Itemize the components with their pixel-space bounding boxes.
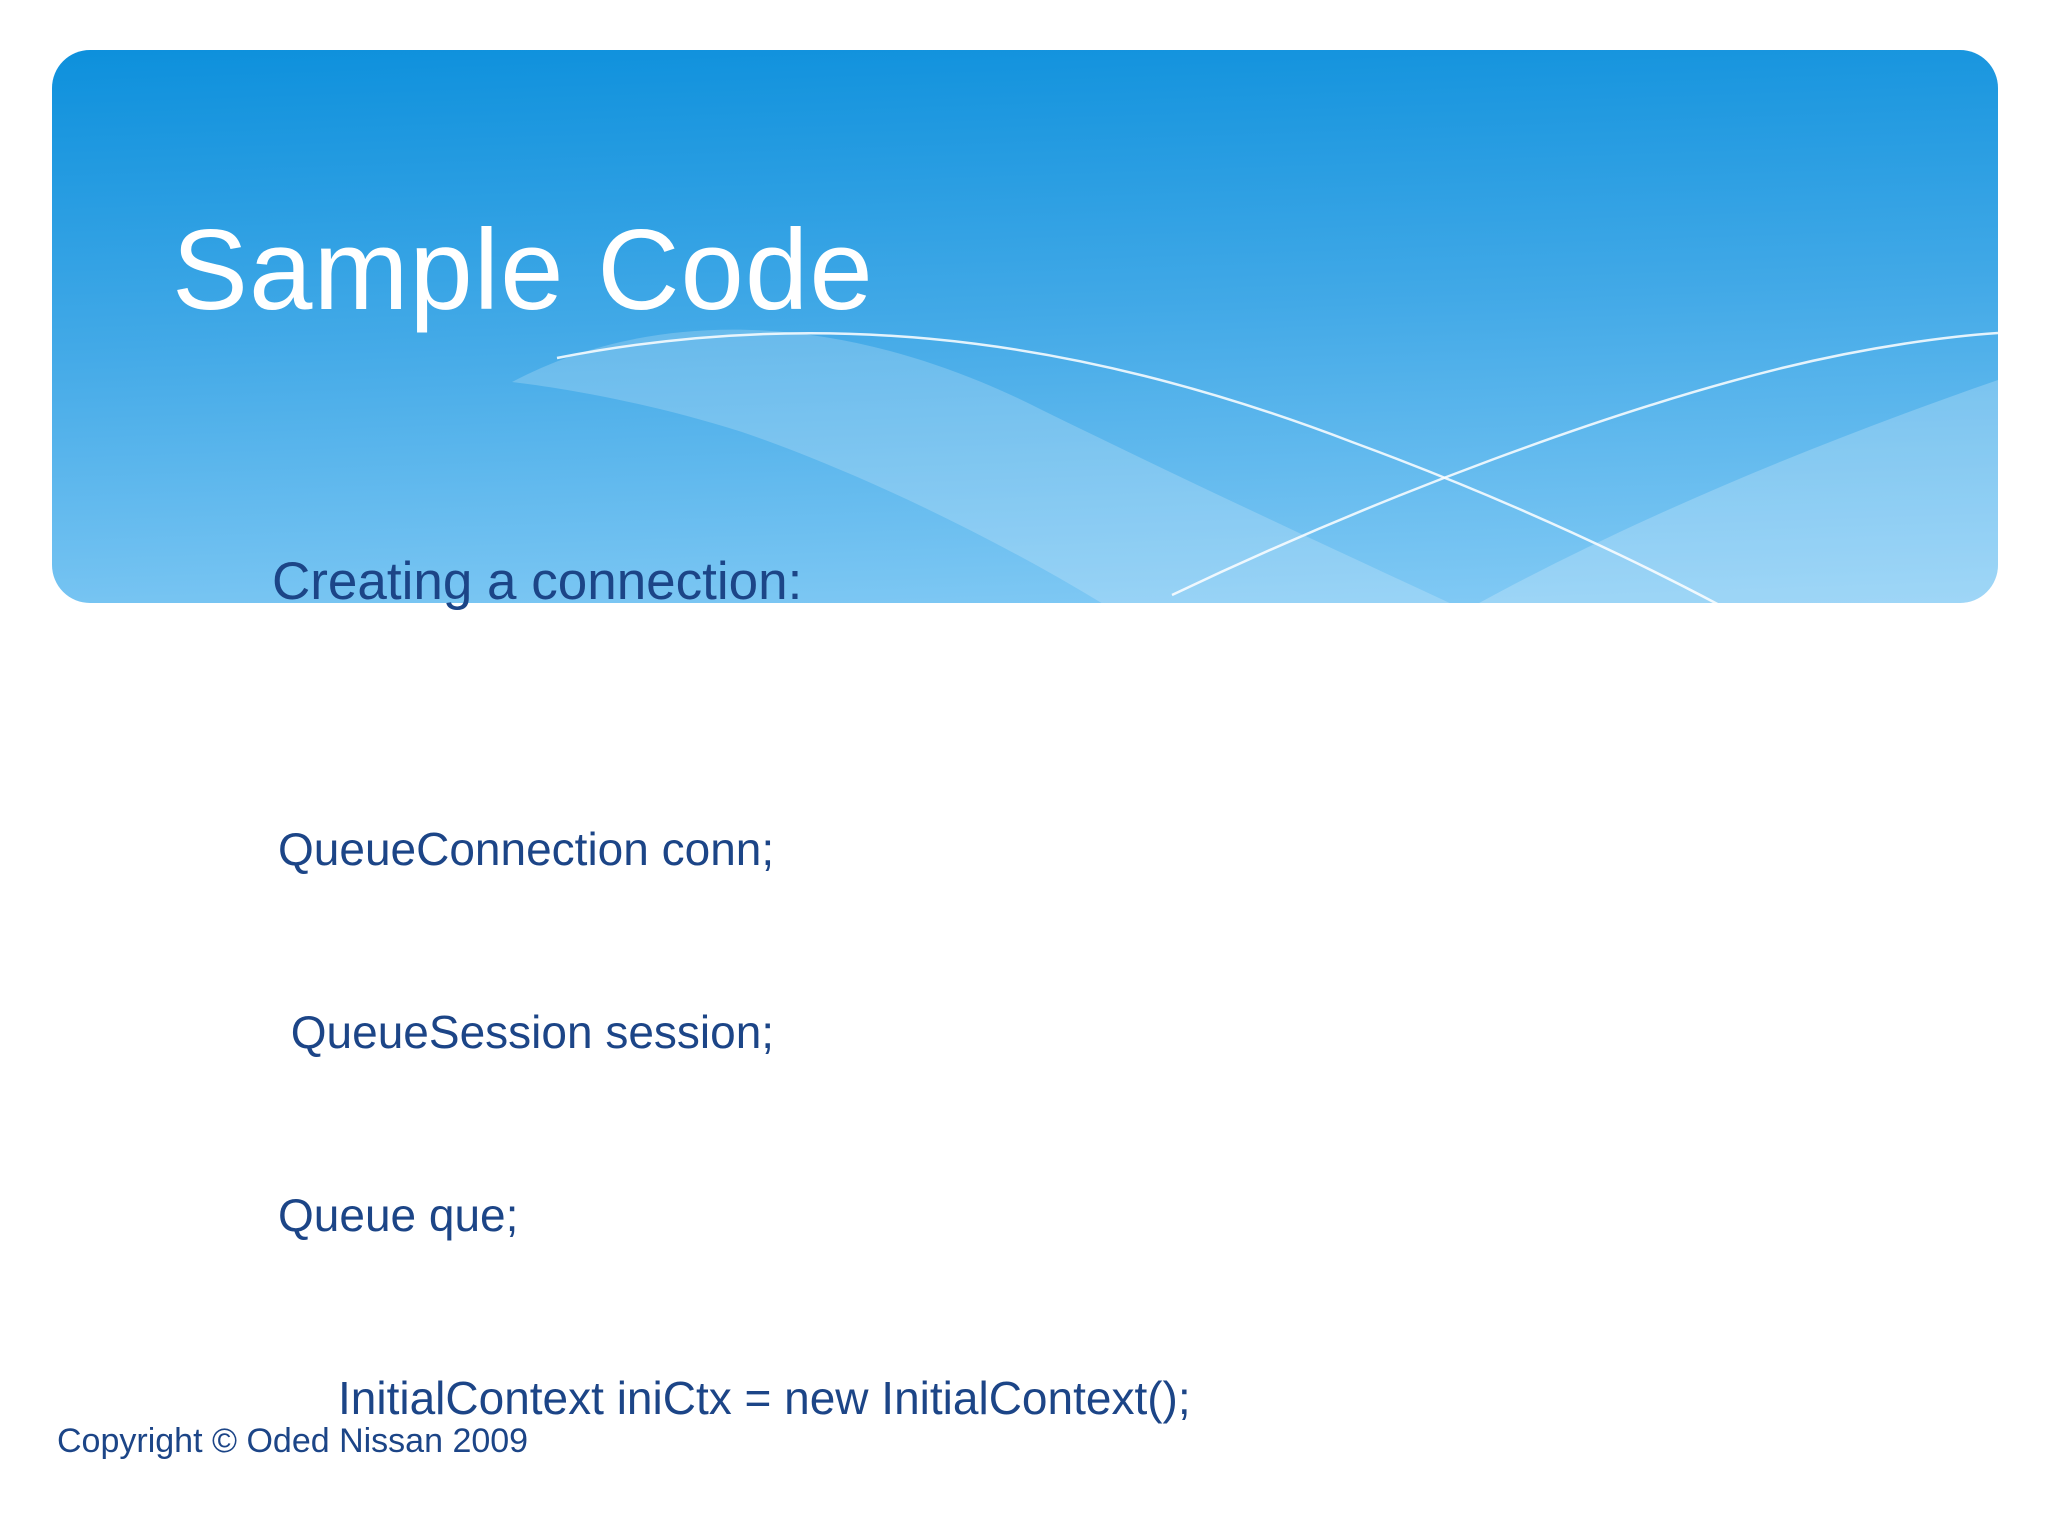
header-banner: Sample Code (52, 50, 1998, 603)
code-line: QueueConnection conn; (278, 823, 775, 875)
copyright-text: Copyright © Oded Nissan 2009 (57, 1422, 529, 1460)
wave-decoration (512, 329, 1998, 603)
page-title: Sample Code (172, 207, 874, 334)
code-block: QueueConnection conn; QueueSession sessi… (278, 697, 1778, 1536)
wave-line-descending (556, 331, 1719, 603)
code-line: InitialContext iniCtx = new InitialConte… (338, 1372, 1191, 1424)
wave-ribbon-right (1479, 380, 1998, 603)
wave-ribbon-left (512, 329, 1450, 603)
slide-subtitle: Creating a connection: (272, 552, 803, 611)
code-line: QueueSession session; (278, 1006, 775, 1058)
code-line: Queue que; (278, 1189, 519, 1241)
wave-line-ascending (1171, 331, 1998, 597)
